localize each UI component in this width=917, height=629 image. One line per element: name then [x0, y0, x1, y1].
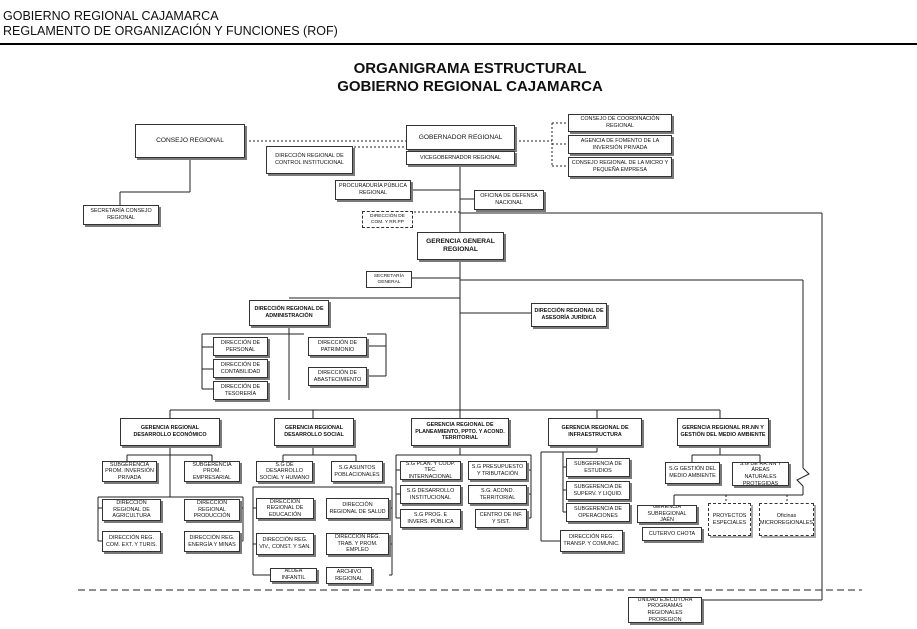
gerencia-social-box: GERENCIA REGIONAL DESARROLLO SOCIAL: [274, 418, 354, 446]
dir-tesoreria-box: DIRECCIÓN DE TESORERÍA: [213, 381, 268, 400]
dr-produccion-box: DIRECCIÓN REGIONAL PRODUCCIÓN: [184, 499, 240, 521]
sub-operaciones-box: SUBGERENCIA DE OPERACIONES: [566, 503, 630, 522]
secretaria-general-box: SECRETARÍA GENERAL: [366, 271, 412, 288]
procuraduria-box: PROCURADURÍA PÚBLICA REGIONAL: [335, 180, 411, 200]
direccion-com-box: DIRECCIÓN DE COM. Y RR.PP: [362, 211, 413, 228]
dr-vivienda-box: DIRECCIÓN REG. VIV., CONST. Y SAN.: [256, 533, 314, 555]
header-line-2: REGLAMENTO DE ORGANIZACIÓN Y FUNCIONES (…: [3, 24, 338, 38]
dr-transportes-box: DIRECCIÓN REG. TRANSP. Y COMUNIC.: [560, 530, 623, 552]
dr-educacion-box: DIRECCIÓN REGIONAL DE EDUCACIÓN: [256, 498, 314, 519]
chart-title: ORGANIGRAMA ESTRUCTURAL: [353, 60, 587, 77]
sg-presupuesto-box: S.G PRESUPUESTO Y TRIBUTACIÓN: [468, 461, 527, 480]
sg-plan-box: S.G PLAN. Y COOP. TEC. INTERNACIONAL: [400, 461, 461, 480]
dr-salud-box: DIRECCIÓN REGIONAL DE SALUD: [326, 498, 389, 519]
sg-gestion-ambiente-box: S.G GESTIÓN DEL MEDIO AMBIENTE: [665, 462, 720, 484]
gerencia-planeamiento-box: GERENCIA REGIONAL DE PLANEAMIENTO, PPTO.…: [411, 418, 509, 446]
proyectos-especiales-box: PROYECTOS ESPECIALES: [708, 503, 751, 536]
sg-desarrollo-inst-box: S.G DESARROLLO INSTITUCIONAL: [400, 485, 461, 504]
aldea-infantil-box: ALDEA INFANTIL: [270, 568, 317, 582]
header-line-1: GOBIERNO REGIONAL CAJAMARCA: [3, 9, 219, 23]
sub-inversion-privada-box: SUBGERENCIA PROM. INVERSIÓN PRIVADA: [102, 461, 157, 482]
gerencia-rrnn-box: GERENCIA REGIONAL RR.NN Y GESTIÓN DEL ME…: [677, 418, 769, 446]
dir-administracion-box: DIRECCIÓN REGIONAL DE ADMINISTRACIÓN: [249, 300, 329, 326]
gerencia-jaen-box: GERENCIA SUBREGIONAL JAÉN: [637, 505, 697, 523]
document-header: GOBIERNO REGIONAL CAJAMARCA REGLAMENTO D…: [3, 9, 338, 39]
dr-trabajo-box: DIRECCIÓN REG. TRAB. Y PROM. EMPLEO: [326, 533, 389, 555]
header-divider: [0, 43, 917, 45]
gerencia-infraestructura-box: GERENCIA REGIONAL DE INFRAESTRUCTURA: [548, 418, 642, 446]
gobernador-box: GOBERNADOR REGIONAL: [406, 125, 515, 150]
sub-empresarial-box: SUBGERENCIA PROM. EMPRESARIAL: [184, 461, 240, 482]
dr-energia-box: DIRECCIÓN REG. ENERGÍA Y MINAS: [184, 531, 240, 552]
defensa-nacional-box: OFICINA DE DEFENSA NACIONAL: [474, 190, 544, 210]
asesoria-juridica-box: DIRECCIÓN REGIONAL DE ASESORÍA JURÍDICA: [531, 303, 607, 327]
consejo-coordinacion-box: CONSEJO DE COORDINACIÓN REGIONAL: [568, 114, 672, 132]
dir-abastecimiento-box: DIRECCIÓN DE ABASTECIMIENTO: [308, 367, 367, 386]
dir-patrimonio-box: DIRECCIÓN DE PATRIMONIO: [308, 337, 367, 356]
agencia-fomento-box: AGENCIA DE FOMENTO DE LA INVERSIÓN PRIVA…: [568, 135, 672, 154]
sg-prog-invers-box: S.G PROG. E INVERS. PÚBLICA: [400, 509, 461, 528]
dir-contabilidad-box: DIRECCIÓN DE CONTABILIDAD: [213, 359, 268, 378]
dir-personal-box: DIRECCIÓN DE PERSONAL: [213, 337, 268, 356]
sg-asuntos-box: S.G ASUNTOS POBLACIONALES: [331, 461, 383, 482]
centro-inf-box: CENTRO DE INF. Y SIST.: [475, 509, 527, 528]
sg-rrnn-areas-box: S.G DE RR.NN Y ÁREAS NATURALES PROTEGIDA…: [732, 462, 789, 486]
oficinas-microregionales-box: Oficinas MICROREGIONALES: [759, 503, 814, 536]
chart-subtitle: GOBIERNO REGIONAL CAJAMARCA: [337, 78, 603, 95]
cutervo-chota-box: CUTERVO CHOTA: [642, 527, 702, 541]
secretaria-consejo-box: SECRETARÍA CONSEJO REGIONAL: [83, 205, 159, 225]
consejo-regional-box: CONSEJO REGIONAL: [135, 124, 245, 158]
sub-superv-box: SUBGERENCIA DE SUPERV. Y LIQUID.: [566, 481, 630, 500]
vicegobernador-box: VICEGOBERNADOR REGIONAL: [406, 151, 515, 165]
sg-acond-box: S.G. ACOND. TERRITORIAL: [468, 485, 527, 504]
gerencia-economico-box: GERENCIA REGIONAL DESARROLLO ECONÓMICO: [120, 418, 220, 446]
gerencia-general-box: GERENCIA GENERAL REGIONAL: [417, 232, 504, 260]
sg-desarrollo-social-box: S.G DE DESARROLLO SOCIAL Y HUMANO: [256, 461, 313, 482]
sub-estudios-box: SUBGERENCIA DE ESTUDIOS: [566, 458, 630, 477]
consejo-mype-box: CONSEJO REGIONAL DE LA MICRO Y PEQUEÑA E…: [568, 157, 672, 177]
dr-comercio-box: DIRECCIÓN REG. COM. EXT. Y TURIS.: [102, 531, 161, 552]
unidad-ejecutora-box: UNIDAD EJECUTORA PROGRAMAS REGIONALES PR…: [628, 597, 702, 623]
dr-agricultura-box: DIRECCIÓN REGIONAL DE AGRICULTURA: [102, 499, 161, 521]
control-institucional-box: DIRECCIÓN REGIONAL DE CONTROL INSTITUCIO…: [266, 146, 353, 174]
archivo-regional-box: ARCHIVO REGIONAL: [326, 567, 372, 584]
